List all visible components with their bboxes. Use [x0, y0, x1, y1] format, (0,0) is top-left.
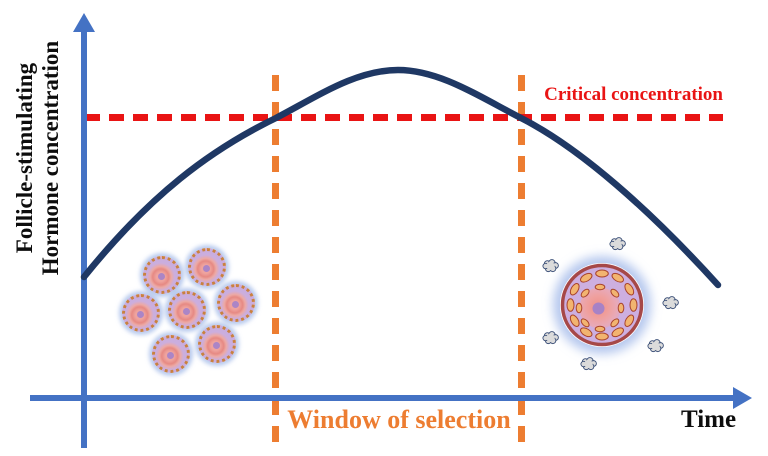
- x-axis-line: [30, 395, 736, 401]
- cumulus-cells-icon: [609, 237, 626, 251]
- small-follicle-illustration: [122, 294, 160, 332]
- small-follicle-illustration: [143, 256, 181, 294]
- y-axis-line: [81, 28, 87, 448]
- follicle-nucleus: [167, 352, 174, 359]
- large-follicle-illustration: [560, 263, 644, 347]
- selection-window-end-line: [518, 75, 525, 447]
- small-follicle-illustration: [188, 248, 226, 286]
- y-axis-label-line1: Follicle-stimulating: [12, 62, 37, 254]
- critical-concentration-label: Critical concentration: [544, 84, 723, 105]
- cumulus-cells-icon: [662, 296, 679, 310]
- large-follicle-graphic: [560, 263, 644, 347]
- cumulus-cells-icon: [542, 259, 559, 273]
- window-of-selection-label: Window of selection: [287, 405, 511, 434]
- follicle-nucleus: [183, 308, 190, 315]
- y-axis-label-line2: Hormone concentration: [37, 40, 63, 276]
- small-follicle-illustration: [168, 291, 206, 329]
- follicle-nucleus: [232, 301, 239, 308]
- follicle-nucleus: [158, 273, 165, 280]
- small-follicle-illustration: [198, 325, 236, 363]
- selection-window-start-line: [272, 75, 279, 447]
- small-follicle-illustration: [152, 335, 190, 373]
- oocyte-nucleus: [592, 302, 605, 315]
- small-follicle-illustration: [217, 284, 255, 322]
- follicle-nucleus: [213, 342, 220, 349]
- x-axis-arrowhead-icon: [733, 387, 752, 409]
- cumulus-cells-icon: [542, 331, 559, 345]
- critical-concentration-line: [85, 114, 723, 121]
- x-axis-label: Time: [681, 406, 737, 433]
- cumulus-cells-icon: [580, 357, 597, 371]
- cumulus-cells-icon: [647, 339, 664, 353]
- granulosa-inner-ring: [575, 283, 625, 333]
- follicle-nucleus: [137, 311, 144, 318]
- y-axis-arrowhead-icon: [73, 13, 95, 32]
- follicle-nucleus: [203, 265, 210, 272]
- y-axis-label: Follicle-stimulating Hormone concentrati…: [12, 8, 64, 308]
- granulosa-outer-ring: [566, 269, 638, 341]
